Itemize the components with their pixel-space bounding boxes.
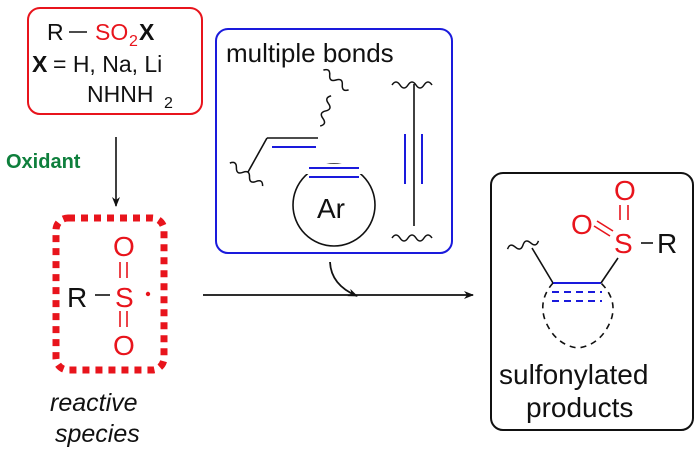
x-values: = H, Na, Li bbox=[53, 51, 162, 77]
wavy-bond-icon bbox=[323, 68, 349, 92]
product-so-bond-left-2 bbox=[596, 220, 614, 232]
product-caption-1: sulfonylated bbox=[499, 359, 648, 390]
wavy-bond-icon bbox=[319, 95, 332, 127]
product-r: R bbox=[657, 228, 677, 259]
oxidant-label: Oxidant bbox=[6, 151, 81, 173]
product-o-left: O bbox=[571, 209, 593, 240]
reagent-r: R bbox=[47, 19, 64, 45]
reactive-species: R S O O reactive species bbox=[50, 214, 168, 448]
radical-o-bottom: O bbox=[113, 330, 135, 361]
substrates-title: multiple bonds bbox=[226, 38, 394, 68]
reagent-so: SO bbox=[95, 19, 128, 45]
reagent-box-border bbox=[27, 7, 203, 115]
wavy-bond-icon bbox=[506, 240, 540, 250]
product-right-bond bbox=[600, 257, 619, 284]
reagent-so-subscript: 2 bbox=[129, 33, 138, 50]
alkene-structure bbox=[229, 68, 349, 187]
radical-o-top: O bbox=[113, 231, 135, 262]
substrates-box: multiple bonds Ar bbox=[215, 28, 453, 254]
product-s: S bbox=[614, 228, 633, 259]
radical-r: R bbox=[67, 282, 87, 313]
reactive-caption-2: species bbox=[55, 420, 140, 448]
product-so-bond-left-1 bbox=[593, 225, 611, 237]
reagent-box: R SO 2 X X = H, Na, Li NHNH 2 bbox=[27, 7, 203, 115]
arene-structure: Ar bbox=[292, 163, 376, 247]
substrate-entry-arrow bbox=[329, 261, 358, 297]
wavy-bond-icon bbox=[391, 81, 433, 89]
alkyne-structure bbox=[391, 81, 433, 242]
reagent-x: X bbox=[139, 19, 155, 45]
wavy-bond-icon bbox=[391, 234, 433, 242]
product-box: O O S R sulfonylated products bbox=[490, 172, 694, 431]
product-box-border bbox=[490, 172, 694, 431]
aryl-label: Ar bbox=[317, 193, 345, 224]
wavy-bond-icon bbox=[229, 161, 264, 187]
product-left-bond bbox=[531, 247, 554, 284]
radical-s: S bbox=[115, 282, 134, 313]
x-values-hydrazide-subscript: 2 bbox=[164, 95, 173, 112]
product-caption-2: products bbox=[526, 392, 633, 423]
reactive-caption-1: reactive bbox=[50, 389, 138, 417]
reactive-species-box bbox=[52, 214, 168, 374]
substrates-box-border bbox=[215, 28, 453, 254]
radical-dot bbox=[145, 291, 151, 297]
product-o-top: O bbox=[614, 175, 636, 206]
alkene-substituent-bond bbox=[247, 137, 268, 173]
x-values-hydrazide: NHNH bbox=[87, 81, 153, 107]
x-label: X bbox=[32, 51, 48, 77]
